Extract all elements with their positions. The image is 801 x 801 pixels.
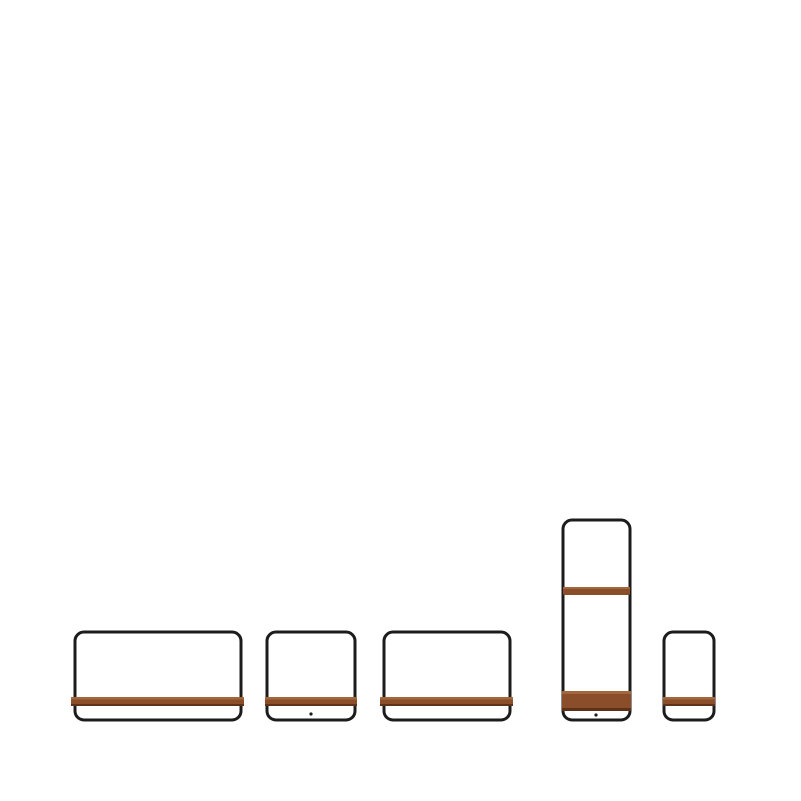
wood-plank-top <box>380 697 513 700</box>
wood-plank-lower-edge <box>562 708 631 711</box>
wood-plank-top <box>265 697 357 700</box>
metal-frame <box>265 630 357 722</box>
wall-shelf-small <box>265 630 357 722</box>
metal-frame <box>561 518 632 722</box>
metal-frame <box>73 630 243 722</box>
wall-shelf-wide <box>71 630 244 722</box>
metal-frame <box>662 630 716 722</box>
wood-plank-lower-top <box>562 691 631 694</box>
wood-plank-edge <box>663 704 715 706</box>
wall-shelf-tall <box>561 518 632 722</box>
wall-shelf-narrow <box>662 630 716 722</box>
wood-plank-top <box>71 697 244 700</box>
mount-screw <box>309 712 313 716</box>
wood-plank-edge <box>380 704 513 706</box>
wood-plank-edge <box>71 704 244 706</box>
wall-shelf-medium <box>380 630 513 722</box>
wood-plank-lower <box>562 691 631 711</box>
wood-plank-top <box>663 697 715 700</box>
wood-plank-upper-top <box>563 587 630 589</box>
mount-screw <box>594 713 598 717</box>
wood-plank-edge <box>265 704 357 706</box>
metal-frame <box>382 630 512 722</box>
